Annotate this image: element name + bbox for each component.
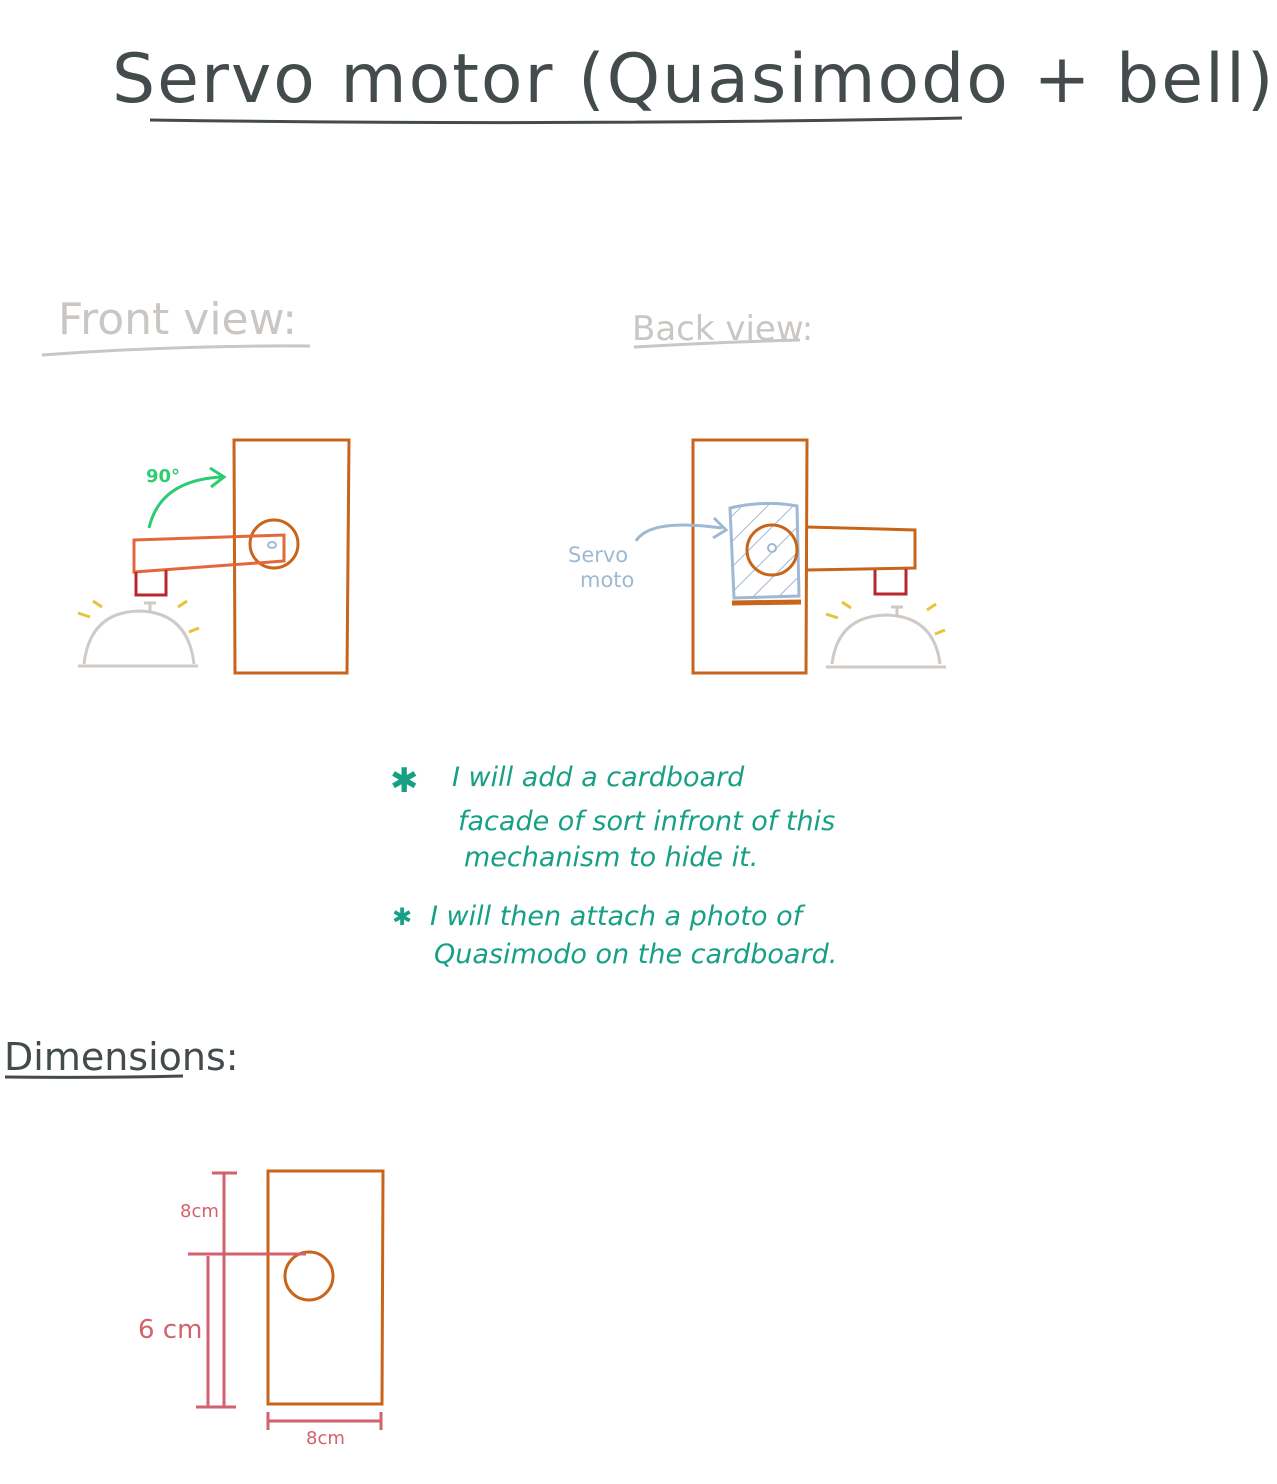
rotation-arrow-head [209,466,227,489]
servo-horn-back [745,523,799,577]
dimensions-diagram: 8cm 6 cm 8cm [138,1169,385,1449]
dim-label-top: 8cm [180,1201,219,1222]
back-view-underline [633,338,801,349]
dim-label-side: 6 cm [138,1315,202,1345]
note-2-line-1: I will then attach a photo of [430,901,806,932]
note-2-star: ✱ [392,903,412,931]
note-1-line-3: mechanism to hide it. [464,842,758,873]
servo-label-line1: Servo [568,543,628,567]
bell-sparks-front [77,599,200,634]
note-1-line-1: I will add a cardboard [452,762,745,793]
front-view-title: Front view: [58,294,297,345]
dim-width-ticks [266,1412,383,1430]
rotation-arrow [147,475,223,529]
note-2-line-2: Quasimodo on the cardboard. [434,939,837,970]
horn-screw-front [267,541,277,549]
striker-back [873,569,908,596]
servo-pointer-arrow-head [712,516,729,540]
board-back [691,438,809,675]
back-view-diagram: Servo moto [568,438,946,675]
front-view-underline [41,344,311,357]
servo-label-line2: moto [580,568,634,592]
dim-label-bottom: 8cm [306,1428,345,1449]
servo-horn-front [248,518,300,570]
bell-sparks-back [825,600,946,636]
striker-front [134,570,168,597]
bell-front [78,601,198,668]
page-title: Servo motor (Quasimodo + bell): [112,40,1277,119]
horn-screw-back [767,543,777,553]
servo-arm-front [132,533,286,574]
title-underline [149,116,963,125]
dimensions-title: Dimensions: [4,1035,239,1079]
servo-pointer-arrow [634,523,723,542]
board-dimensions [266,1169,385,1406]
servo-horn-dimensions [283,1250,335,1302]
servo-arm-back [806,525,917,572]
servo-mount [731,599,802,606]
note-1-line-2: facade of sort infront of this [458,806,835,837]
notes: ✱ I will add a cardboard facade of sort … [390,761,837,970]
bell-back [826,605,946,669]
note-1-star: ✱ [390,761,419,801]
dimensions-underline [4,1074,184,1079]
front-view-diagram: 90° [77,438,351,675]
board-front [232,438,351,675]
rotation-angle-label: 90° [146,466,180,487]
servo-motor-body [728,501,801,600]
